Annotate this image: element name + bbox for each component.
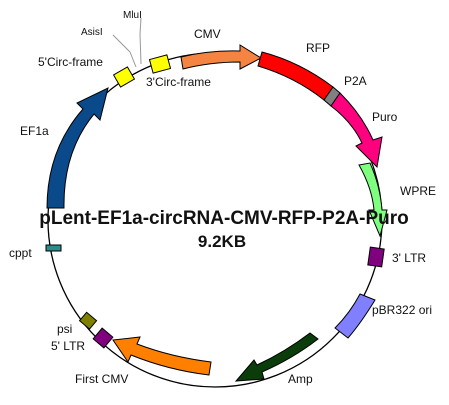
feature-3circ-frame-label: 3'Circ-frame [146,75,211,89]
feature-3circ-frame-block [148,54,172,74]
feature-psi-block [78,311,98,330]
feature-cmv-label: CMV [194,27,221,41]
site-mlui-label: MluI [123,10,142,21]
feature-ef1a-label: EF1a [20,124,49,138]
site-asisi-label: AsisI [81,27,103,38]
feature-3ltr-label: 3' LTR [392,251,426,265]
feature-5circ-frame-label: 5'Circ-frame [38,55,103,69]
feature-p2a-label: P2A [344,74,367,88]
site-mlui-line [139,17,142,65]
feature-wpre-arrow [358,162,388,238]
feature-5circ-frame-block [112,66,136,88]
feature-first-cmv-label: First CMV [75,372,128,386]
feature-rfp-block [257,51,334,101]
feature-rfp-label: RFP [306,41,330,55]
feature-ef1a-arrow [46,87,109,209]
plasmid-title: pLent-EF1a-circRNA-CMV-RFP-P2A-Puro [39,208,408,229]
plasmid-size: 9.2KB [198,232,246,251]
feature-pbr322-ori-block [334,293,376,339]
feature-cppt-block [45,244,62,252]
feature-amp-arrow [234,332,319,382]
feature-5ltr-label: 5' LTR [51,339,85,353]
feature-cmv-arrow [180,44,263,70]
feature-puro-arrow [330,92,383,169]
feature-puro-label: Puro [372,110,398,124]
feature-first-cmv-arrow [112,336,212,376]
site-asisi-line [112,34,137,68]
feature-cppt-label: cppt [9,246,32,260]
feature-3ltr-block [367,246,385,268]
feature-amp-label: Amp [288,372,313,386]
feature-5ltr-block [92,327,114,349]
feature-pbr322-ori-label: pBR322 ori [372,303,432,317]
feature-psi-label: psi [57,322,72,336]
feature-wpre-label: WPRE [400,184,436,198]
